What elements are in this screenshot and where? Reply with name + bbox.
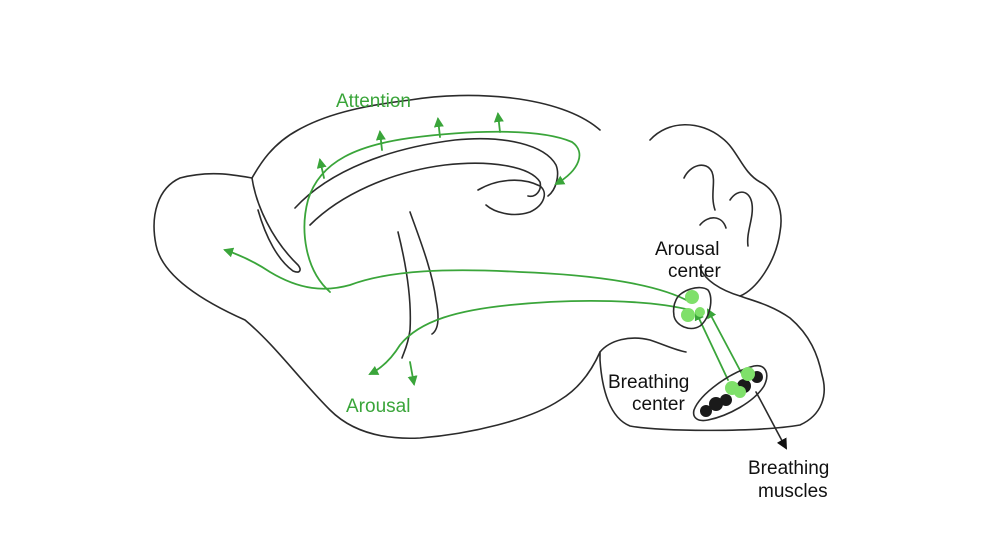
pathway-breathing-to-arousal-1 (694, 310, 729, 381)
breathing-neuron-dark (709, 397, 723, 411)
breathing-center (692, 364, 768, 422)
brainstem-right-edge (409, 211, 439, 335)
breathing-neuron-green (734, 386, 746, 398)
pons-outline (599, 337, 687, 353)
pathway-breathing-muscles (755, 391, 787, 450)
label-breathing-muscles-2: muscles (758, 481, 828, 502)
pathway-attention-branch-3 (433, 117, 444, 138)
arousal-center-neuron (681, 308, 695, 322)
cerebellum-folds (683, 164, 754, 247)
pathway-attention-arc (303, 130, 581, 293)
arousal-center-neuron (695, 307, 705, 317)
label-breathing-muscles-1: Breathing (748, 458, 829, 479)
breathing-neuron-dark (720, 394, 732, 406)
pathway-breathing-to-arousal-2 (707, 308, 743, 375)
pathway-arousal-branch (407, 361, 418, 386)
arousal-center-neuron (685, 290, 699, 304)
corpus-callosum-lower (309, 162, 542, 226)
pathway-attention-branch-2 (375, 130, 386, 151)
cerebrum-outline (153, 94, 825, 440)
pathway-attention-branch-4 (493, 112, 504, 133)
label-arousal-center-1: Arousal (655, 239, 719, 260)
arousal-center-outline (672, 286, 712, 330)
pathway-arousal (368, 299, 691, 375)
arousal-center (672, 286, 712, 330)
neural-pathways (223, 112, 743, 386)
brain-outline (153, 94, 825, 440)
breathing-neuron-dark (700, 405, 712, 417)
brainstem-left-edge (397, 231, 412, 359)
pathway-frontal (223, 247, 691, 303)
label-arousal: Arousal (346, 396, 410, 417)
label-breathing-center-1: Breathing (608, 372, 689, 393)
cortex-inner-fold (251, 177, 301, 273)
labels: Attention Arousal Arousal center Breathi… (336, 91, 829, 502)
label-arousal-center-2: center (668, 261, 721, 282)
pathway-attention-branch-1 (316, 158, 327, 179)
cerebellum-outline (649, 123, 782, 297)
corpus-callosum (294, 137, 559, 209)
thalamus-region (477, 179, 546, 216)
breathing-center-outline (692, 364, 768, 422)
label-attention: Attention (336, 91, 411, 112)
breathing-neuron-green (741, 367, 755, 381)
label-breathing-center-2: center (632, 394, 685, 415)
